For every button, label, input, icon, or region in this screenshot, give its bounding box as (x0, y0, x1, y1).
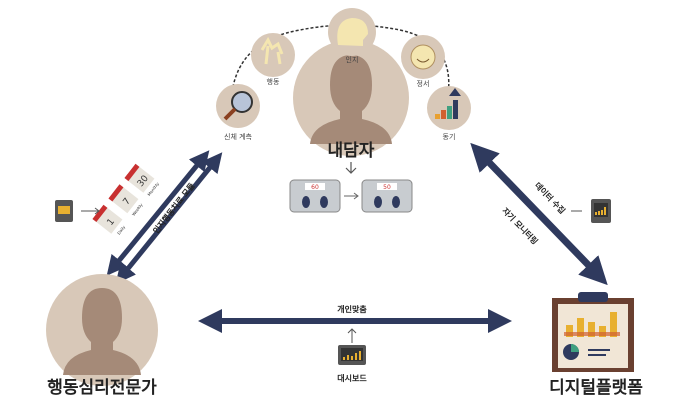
module-label: 인지행동치료 모듈 (151, 180, 197, 235)
emotion-node: 정서 (401, 35, 445, 88)
calendar-daily: 1 Daily (92, 204, 127, 236)
svg-text:1: 1 (106, 217, 117, 228)
personalized-label: 개인맞춤 (337, 304, 367, 314)
tablet-chart-icon (591, 199, 611, 223)
smiley-icon (410, 44, 436, 70)
person-silhouette-icon (63, 288, 141, 375)
expert-label: 행동심리전문가 (47, 378, 157, 398)
svg-text:50: 50 (383, 184, 391, 191)
module-arrow-1 (106, 150, 210, 276)
motivation-node: 동기 (427, 86, 471, 141)
right-arrow-icon (344, 192, 359, 200)
people-climbing-icon (260, 36, 284, 65)
svg-text:인지: 인지 (346, 55, 359, 64)
svg-text:신체 계측: 신체 계측 (224, 132, 253, 141)
behavior-node: 행동 (251, 33, 295, 86)
svg-text:7: 7 (122, 197, 133, 208)
clipboard-report-icon (552, 292, 634, 372)
down-arrow-icon (345, 162, 357, 174)
module-arrow-2 (115, 152, 223, 284)
platform-node: 디지털플랫폼 (549, 292, 643, 398)
svg-text:정서: 정서 (417, 79, 430, 88)
expert-node: 행동심리전문가 (46, 274, 158, 398)
up-arrow-icon (347, 328, 357, 343)
dashboard-label: 대시보드 (337, 373, 367, 383)
body-measure-node: 신체 계측 (216, 84, 260, 141)
scale-after-icon: 50 (361, 179, 413, 213)
magnifier-icon (231, 91, 253, 113)
svg-text:60: 60 (311, 184, 319, 191)
svg-text:동기: 동기 (443, 132, 456, 141)
cognition-node: 인지 (328, 8, 376, 64)
dashboard-monitor-icon (338, 345, 366, 365)
platform-label: 디지털플랫폼 (549, 378, 643, 398)
data-arrow (470, 142, 608, 286)
arrow-to-calendar-icon (81, 207, 100, 215)
person-silhouette-icon (310, 55, 392, 144)
svg-text:Daily: Daily (116, 224, 127, 236)
growth-chart-icon (435, 88, 461, 119)
phone-icon (55, 200, 73, 222)
scale-before-icon: 60 (289, 179, 341, 213)
calendar-icons: 1 Daily 7 Weekly 30 Monthly (92, 163, 161, 236)
brain-head-icon (337, 18, 368, 46)
svg-text:행동: 행동 (267, 77, 280, 86)
client-label: 내담자 (328, 141, 375, 161)
client-node: 내담자 (293, 40, 409, 161)
